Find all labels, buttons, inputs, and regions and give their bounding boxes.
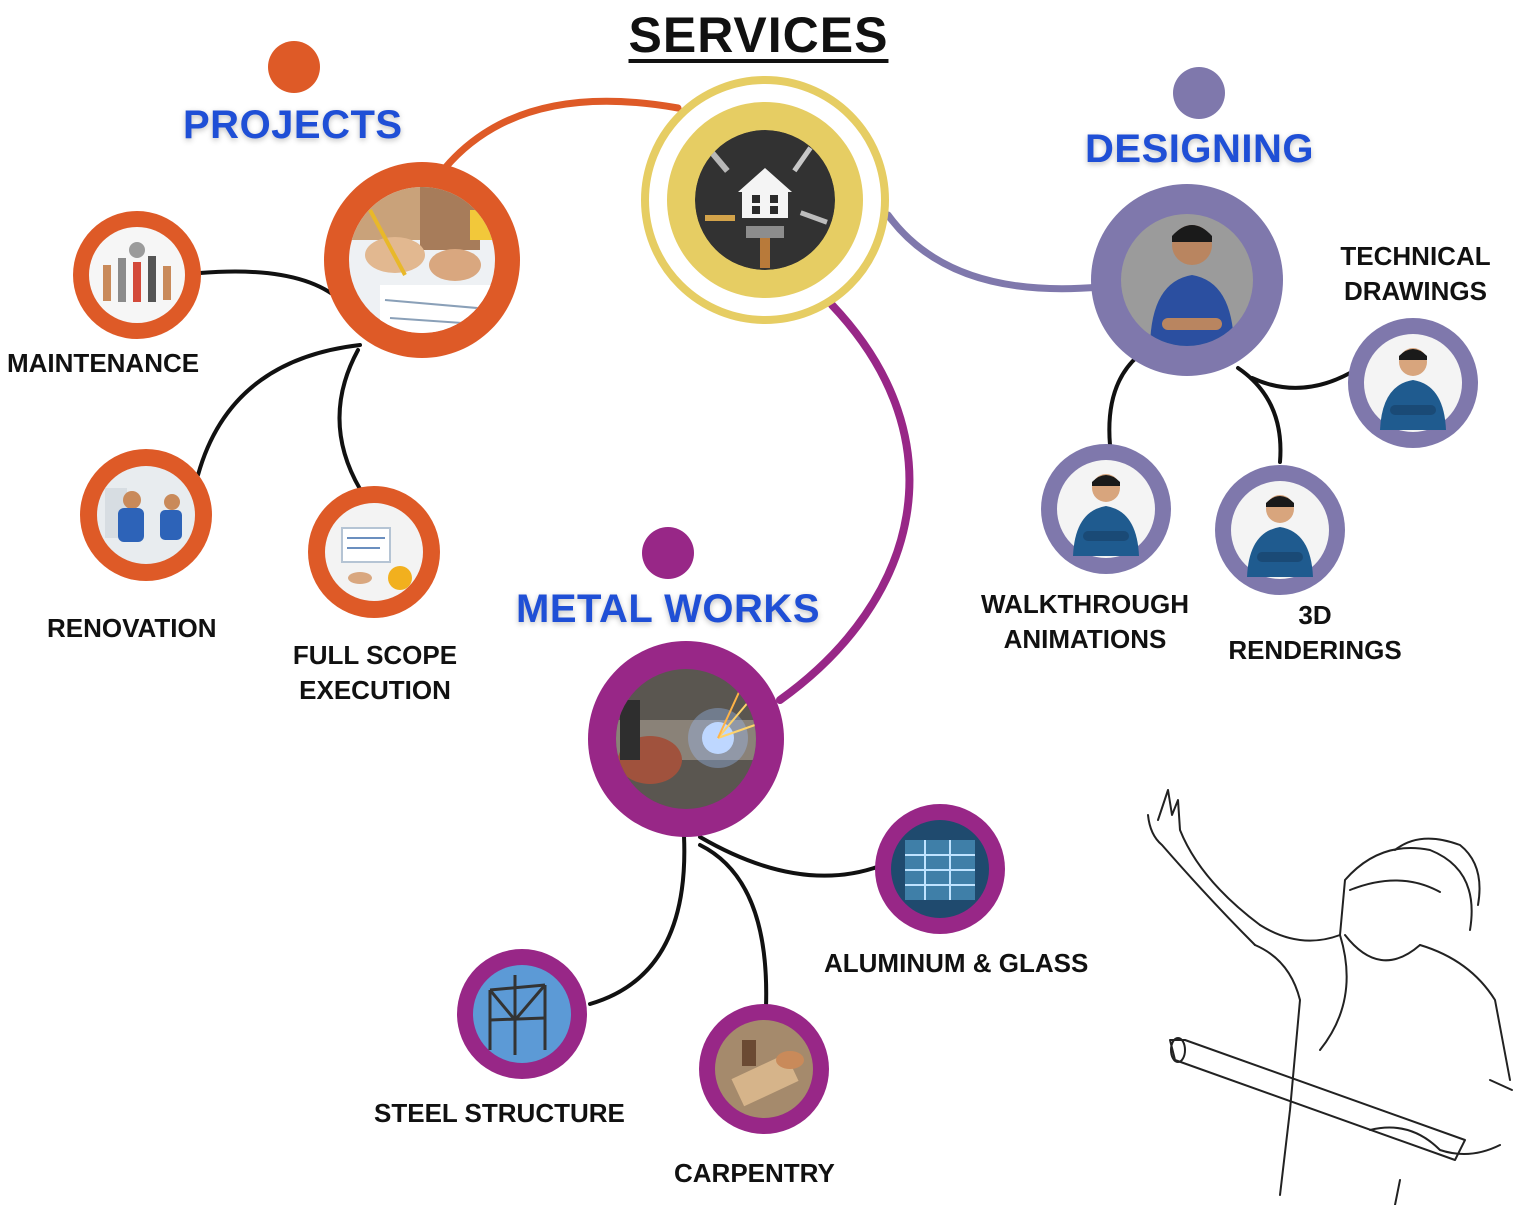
category-label-designing: DESIGNING [1085,127,1314,171]
blueprint-table-icon [341,527,412,590]
designing-node [1091,67,1283,376]
service-label-carpentry: CARPENTRY [674,1158,835,1188]
service-label-walkthrough: WALKTHROUGH ANIMATIONS [981,589,1189,654]
worker-icon [105,488,182,542]
projects-connector [441,97,682,172]
service-label-renovation: RENOVATION [47,613,217,643]
welding-icon [616,669,756,809]
designer-icon [1073,474,1139,556]
designer-portrait-icon [1121,214,1253,346]
designing-connector [884,211,1104,293]
sub-connectors [196,269,1352,1009]
metal-works-node [588,527,784,837]
page-title: SERVICES [628,7,889,63]
steel-frame-icon [488,975,547,1055]
aluminum-glass-node [875,804,1005,934]
full-scope-node [308,486,440,618]
renovation-node [80,449,212,581]
drafting-hands-icon [349,187,495,333]
service-label-3d-renderings: 3D RENDERINGS [1228,600,1402,665]
service-label-full-scope: FULL SCOPE EXECUTION [292,640,458,705]
metal-works-dot [642,527,694,579]
designer-icon [1247,495,1313,577]
walkthrough-node [1041,444,1171,574]
tools-icon [103,242,171,302]
engineers-line-art-icon [1147,789,1513,1205]
house-tools-icon [695,130,835,270]
glass-building-icon [905,840,975,900]
category-label-metal-works: METAL WORKS [516,587,820,631]
category-label-projects: PROJECTS [183,103,403,147]
projects-dot [268,41,320,93]
projects-node [268,41,520,358]
hub-node [641,76,889,324]
renderings-node [1215,465,1345,595]
technical-drawings-node [1348,318,1478,448]
service-label-aluminum-glass: ALUMINUM & GLASS [824,948,1089,978]
service-label-maintenance: MAINTENANCE [7,348,200,378]
steel-structure-node [457,949,587,1079]
metal-works-connector [776,301,914,704]
carpentry-node [699,1004,829,1134]
designing-dot [1173,67,1225,119]
woodwork-icon [731,1040,804,1107]
designer-icon [1380,348,1446,430]
service-label-steel-structure: STEEL STRUCTURE [374,1098,625,1128]
maintenance-node [73,211,201,339]
service-label-technical-drawings: TECHNICAL DRAWINGS [1340,241,1491,306]
